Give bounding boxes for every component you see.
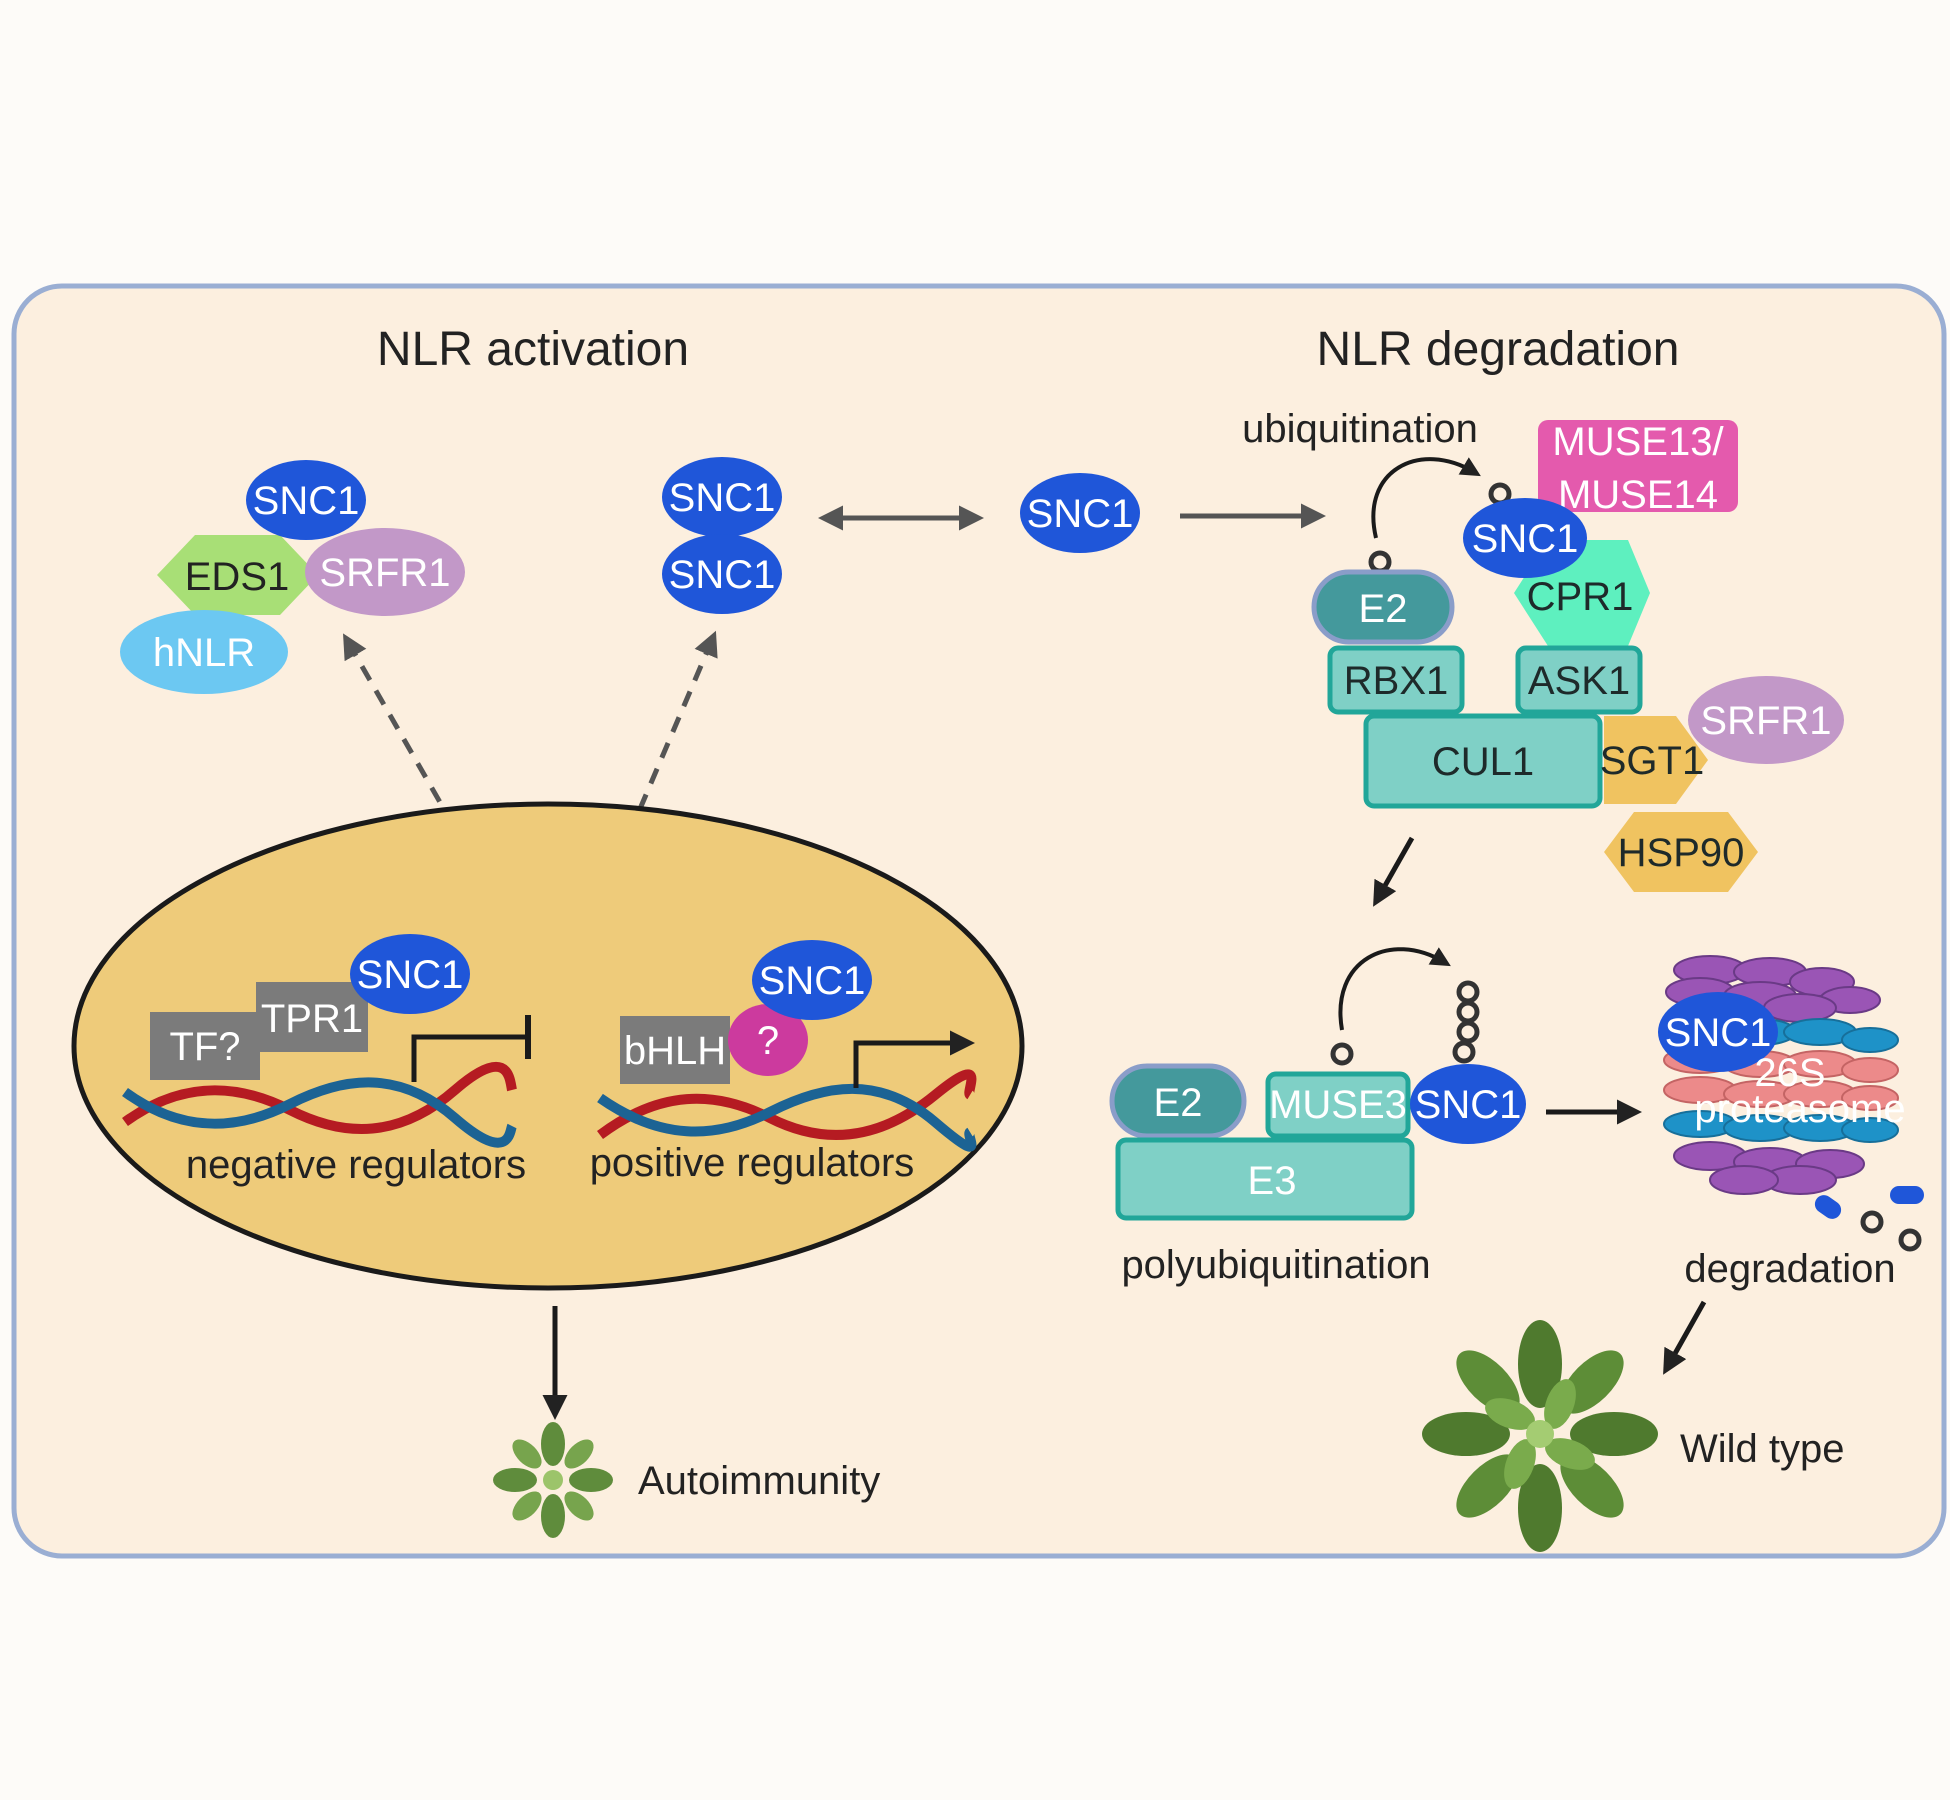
- eds1-label: EDS1: [185, 555, 290, 599]
- proteasome-26s: SNC1 26S proteasome: [1658, 955, 1906, 1195]
- question-label: ?: [757, 1019, 779, 1063]
- negative-regulators-label: negative regulators: [186, 1143, 526, 1187]
- heading-nlr-degradation: NLR degradation: [1317, 323, 1680, 376]
- small-plant-icon: [493, 1422, 613, 1538]
- hsp90-label: HSP90: [1618, 831, 1745, 875]
- hnlr-label: hNLR: [153, 631, 255, 675]
- heading-nlr-activation: NLR activation: [377, 323, 689, 376]
- e2-box: [1311, 569, 1455, 645]
- sgt1-label: SGT1: [1600, 739, 1704, 783]
- dna-blue-strand: [122, 1077, 517, 1148]
- e2-label: E2: [1154, 1081, 1203, 1125]
- cul1-box: [1363, 713, 1603, 809]
- tf-box: [150, 1012, 260, 1080]
- tpr1-label: TPR1: [261, 997, 363, 1041]
- rbx1-label: RBX1: [1344, 659, 1449, 703]
- degradation-label: degradation: [1684, 1247, 1895, 1291]
- e3-label: E3: [1248, 1159, 1297, 1203]
- snc1-label: SNC1: [669, 553, 776, 597]
- srfr1-ellipse: [1688, 676, 1844, 764]
- snc1-ellipse: [662, 534, 782, 614]
- eds1-hexagon: [157, 535, 318, 615]
- nucleus: [71, 801, 1025, 1291]
- e3-box: [1115, 1137, 1415, 1221]
- proteasome-label: proteasome: [1694, 1087, 1905, 1131]
- polyubiquitin-chain: [1452, 980, 1480, 1064]
- snc1-dimer: SNC1 SNC1: [662, 457, 782, 614]
- snc1-ellipse: [1658, 992, 1778, 1072]
- arrow-to-e3: [1373, 836, 1415, 907]
- proteasome-ring-blue-lower: [1663, 1110, 1899, 1143]
- muse14-label: MUSE14: [1558, 473, 1718, 517]
- snc1-ellipse: [662, 457, 782, 537]
- eds1-complex: EDS1 SRFR1 hNLR SNC1: [120, 460, 465, 694]
- dna-blue-strand: [597, 1083, 977, 1152]
- snc1-label: SNC1: [759, 959, 866, 1003]
- snc1-label: SNC1: [1472, 517, 1579, 561]
- bhlh-label: bHLH: [624, 1029, 726, 1073]
- positive-regulation: bHLH ? SNC1 positive regulators: [590, 940, 977, 1185]
- hnlr-ellipse: [120, 610, 288, 694]
- snc1-ellipse: [752, 940, 872, 1020]
- muse3-box: [1265, 1071, 1411, 1139]
- rbx1-box: [1327, 645, 1465, 715]
- tf-label: TF?: [169, 1025, 240, 1069]
- activation-symbol: [853, 1030, 975, 1088]
- muse13-muse14-box: MUSE13/ MUSE14: [1538, 420, 1738, 517]
- degradation-fragments: [1814, 1186, 1924, 1252]
- srfr1-label: SRFR1: [1700, 699, 1831, 743]
- large-plant-icon: [1422, 1320, 1658, 1552]
- hsp90-hexagon: [1604, 812, 1758, 892]
- snc1-ellipse: [1463, 498, 1587, 578]
- bhlh-box: [620, 1016, 730, 1084]
- dna-red-strand: [122, 1061, 517, 1134]
- ubiquitination-label: ubiquitination: [1242, 407, 1478, 451]
- ubiquitin-icon: [1330, 1042, 1354, 1066]
- snc1-ellipse: [1410, 1064, 1526, 1144]
- snc1-label: SNC1: [1415, 1083, 1522, 1127]
- autoimmunity-label: Autoimmunity: [638, 1459, 880, 1503]
- unknown-factor: [728, 1004, 808, 1076]
- srfr1-ellipse: [305, 528, 465, 616]
- e2-label: E2: [1359, 587, 1408, 631]
- snc1-ellipse: [350, 934, 470, 1014]
- srfr1-label: SRFR1: [319, 551, 450, 595]
- snc1-label: SNC1: [669, 476, 776, 520]
- e2-box: [1109, 1063, 1247, 1139]
- muse13-label: MUSE13/: [1552, 420, 1724, 464]
- ask1-label: ASK1: [1528, 659, 1630, 703]
- tpr1-box: [256, 982, 368, 1052]
- polyubiquitination-label: polyubiquitination: [1121, 1243, 1430, 1287]
- cul1-label: CUL1: [1432, 740, 1534, 784]
- positive-regulators-label: positive regulators: [590, 1141, 915, 1185]
- arrow-to-wild-type: [1663, 1300, 1707, 1375]
- dna-red-strand: [597, 1069, 977, 1140]
- snc1-label: SNC1: [357, 953, 464, 997]
- wild-type-label: Wild type: [1680, 1427, 1845, 1471]
- sgt1-hexagon: [1604, 716, 1708, 804]
- proteasome-cap-bottom: [1673, 1141, 1865, 1195]
- cpr1-label: CPR1: [1527, 575, 1634, 619]
- proteasome-26s-label: 26S: [1754, 1051, 1825, 1095]
- dashed-arrow-left: [343, 633, 500, 907]
- snc1-ellipse: [246, 460, 366, 540]
- snc1-label: SNC1: [1665, 1011, 1772, 1055]
- repression-symbol: [411, 1034, 528, 1082]
- negative-regulation: TPR1 TF? SNC1 negative regulators: [122, 934, 531, 1187]
- snc1-label: SNC1: [1027, 492, 1134, 536]
- polyubiquitin-transfer-arrow: [1338, 947, 1451, 1031]
- muse3-label: MUSE3: [1269, 1083, 1407, 1127]
- snc1-label: SNC1: [253, 479, 360, 523]
- ask1-box: [1515, 645, 1643, 715]
- snc1-ellipse: [1020, 473, 1140, 553]
- ubiquitin-transfer-arrow: [1371, 457, 1481, 539]
